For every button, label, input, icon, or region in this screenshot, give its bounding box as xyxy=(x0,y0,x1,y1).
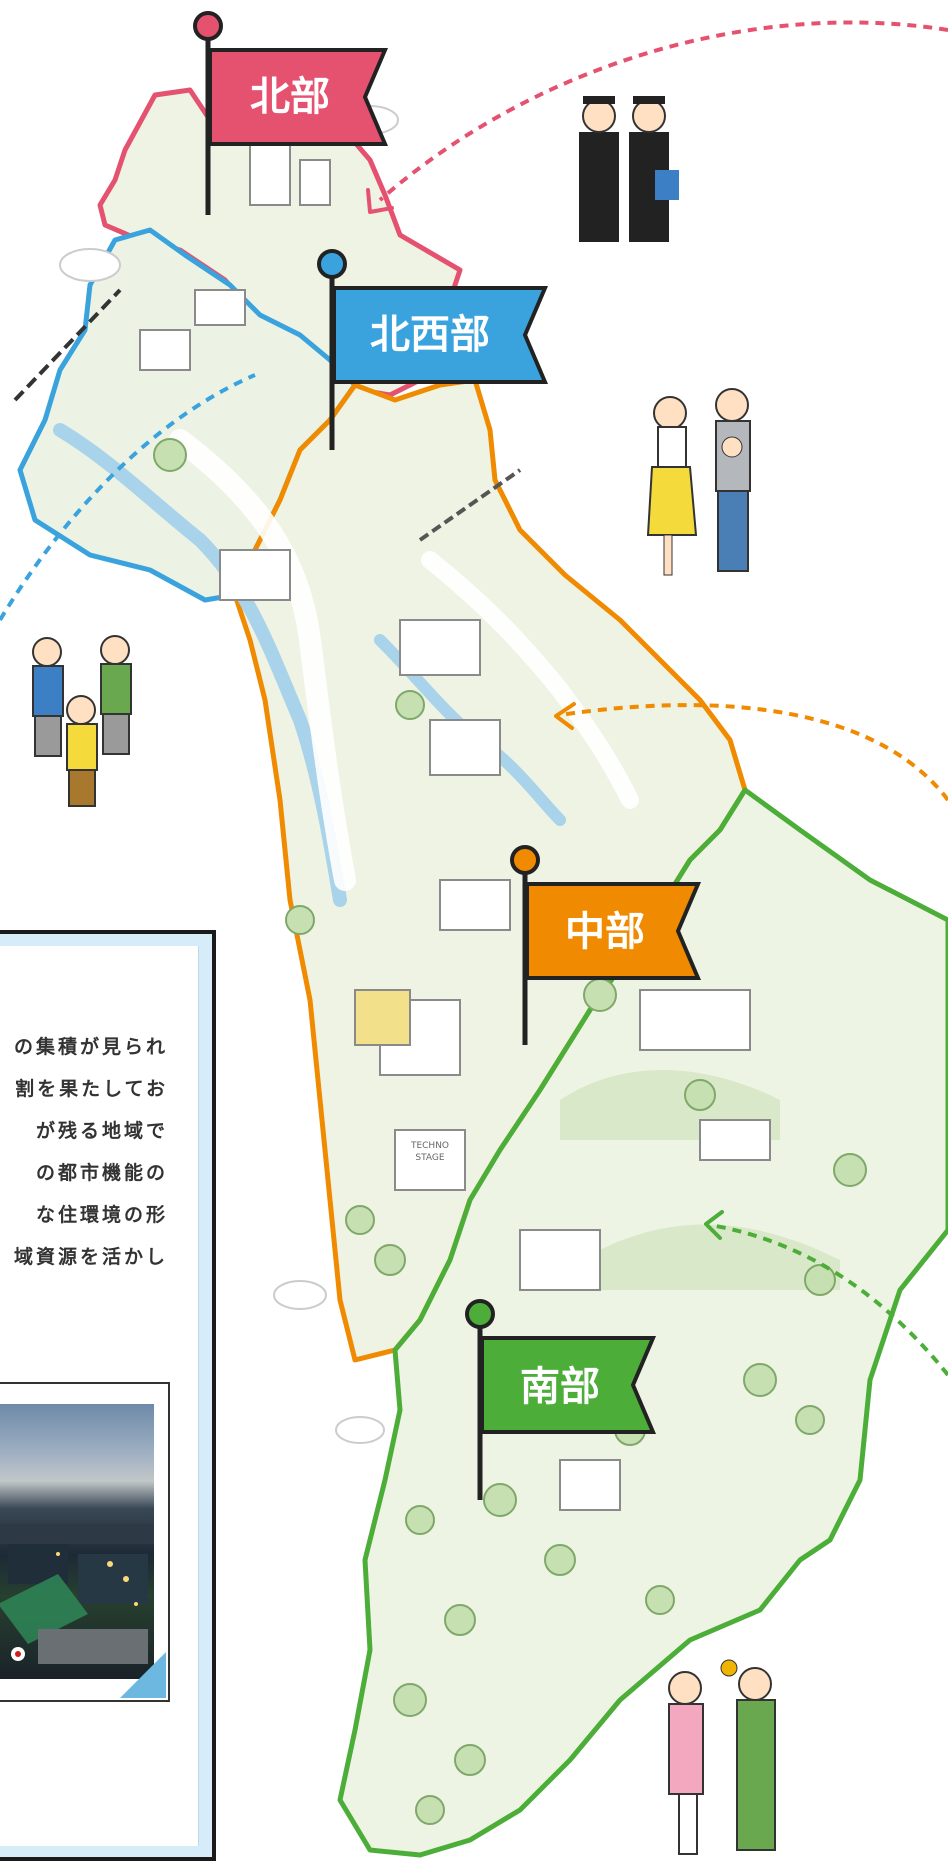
flag-icon xyxy=(510,845,540,875)
photo-frame xyxy=(0,1382,170,1702)
railway xyxy=(13,288,122,402)
sign-line-1: TECHNO xyxy=(410,1141,449,1151)
northwest-connector xyxy=(0,373,256,622)
flag-icon xyxy=(193,11,223,41)
family-icon xyxy=(646,388,751,576)
flag-central[interactable]: 中部 xyxy=(510,845,702,1045)
description-line: が残る地域で xyxy=(35,1120,168,1142)
farmer-icon xyxy=(668,1659,776,1855)
city-night-photo xyxy=(0,1404,154,1679)
flag-icon xyxy=(317,249,347,279)
description-panel: の集積が見られ 割を果たしてお が残る地域で の都市機能の な住環境の形 域資源… xyxy=(0,930,216,1861)
north-arrowhead xyxy=(366,188,394,214)
flag-north[interactable]: 北部 xyxy=(193,11,389,215)
elderly-icon xyxy=(32,635,132,807)
flag-label-south: 南部 xyxy=(520,1364,600,1410)
railway xyxy=(418,468,522,542)
corner-accent xyxy=(120,1652,166,1698)
flag-icon xyxy=(465,1299,495,1329)
flag-south[interactable]: 南部 xyxy=(465,1299,657,1500)
description-line: 割を果たしてお xyxy=(15,1078,168,1100)
description-line: の集積が見られ xyxy=(13,1036,168,1058)
flag-label-north: 北部 xyxy=(250,74,330,120)
road xyxy=(421,551,639,809)
description-line: の都市機能の xyxy=(35,1162,168,1184)
description-line: 域資源を活かし xyxy=(13,1246,168,1268)
flag-label-central: 中部 xyxy=(565,909,645,955)
hill xyxy=(600,1224,840,1290)
flag-northwest[interactable]: 北西部 xyxy=(317,249,549,450)
description-line: な住環境の形 xyxy=(35,1204,168,1226)
central-arrowhead xyxy=(554,702,576,730)
central-connector xyxy=(559,703,948,802)
flag-label-northwest: 北西部 xyxy=(370,312,490,358)
south-arrowhead xyxy=(704,1210,724,1240)
buildings xyxy=(139,134,771,1511)
tree-icon xyxy=(153,438,867,1825)
yellow-building xyxy=(354,989,411,1046)
road xyxy=(169,429,356,891)
north-connector xyxy=(378,20,948,202)
sign-line-2: STAGE xyxy=(415,1153,444,1163)
south-region[interactable] xyxy=(337,787,948,1858)
description-card: の集積が見られ 割を果たしてお が残る地域で の都市機能の な住環境の形 域資源… xyxy=(0,946,199,1846)
graduates-icon xyxy=(579,96,679,242)
south-connector xyxy=(709,1223,948,1377)
techno-stage-building: TECHNO STAGE xyxy=(394,1129,466,1191)
